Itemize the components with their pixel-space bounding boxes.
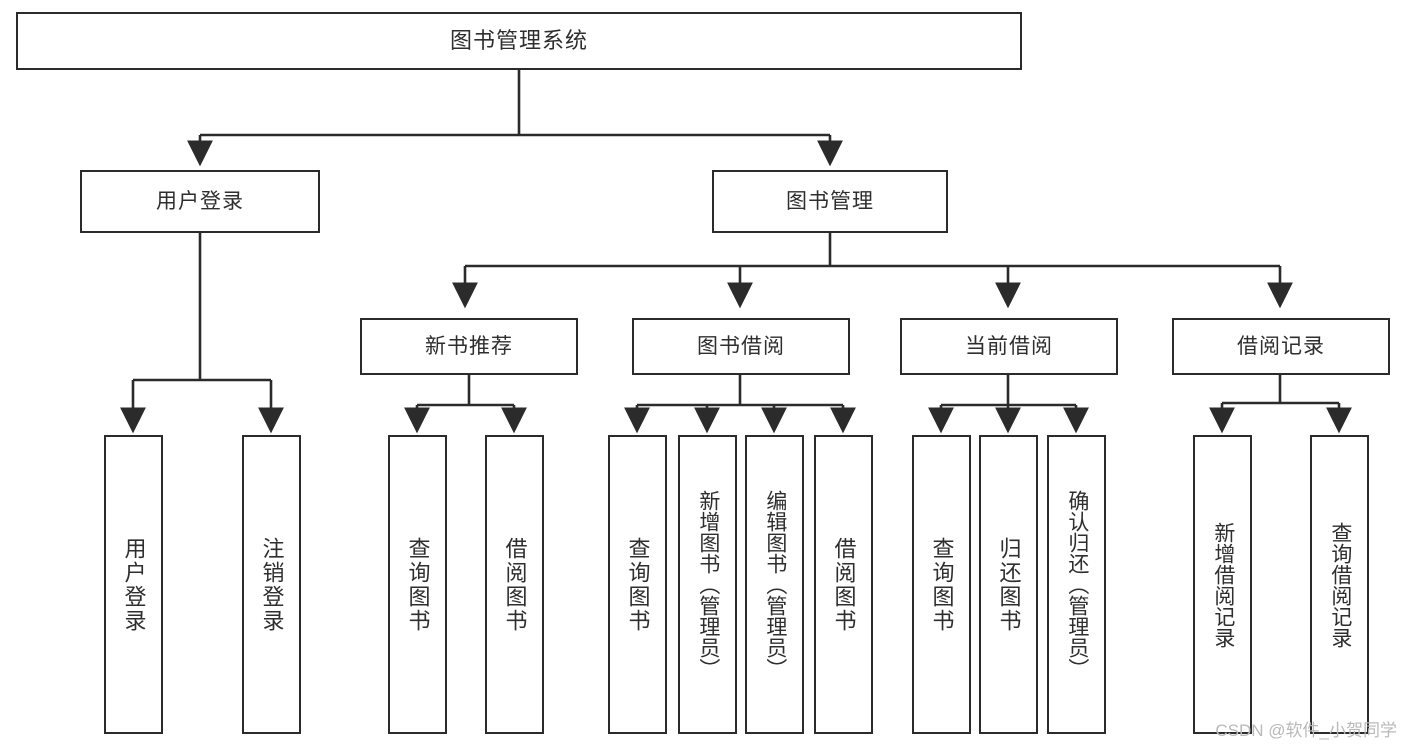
node-current-borrow[interactable]: 当前借阅 xyxy=(900,318,1118,375)
node-new-book-rec-label: 新书推荐 xyxy=(425,334,513,358)
node-leaf-query-book-1-label: 查询图书 xyxy=(405,536,431,633)
node-book-borrow-label: 图书借阅 xyxy=(697,334,785,358)
node-leaf-confirm-return[interactable]: 确认归还（管理员） xyxy=(1047,435,1106,734)
node-new-book-rec[interactable]: 新书推荐 xyxy=(360,318,578,375)
node-leaf-edit-book-label: 编辑图书（管理员） xyxy=(763,490,787,679)
node-leaf-query-record[interactable]: 查询借阅记录 xyxy=(1310,435,1369,734)
node-leaf-edit-book[interactable]: 编辑图书（管理员） xyxy=(745,435,804,734)
node-root-label: 图书管理系统 xyxy=(449,27,588,53)
node-leaf-query-book-3[interactable]: 查询图书 xyxy=(912,435,971,734)
node-leaf-add-record-label: 新增借阅记录 xyxy=(1211,521,1235,648)
node-leaf-return-book-label: 归还图书 xyxy=(996,536,1022,633)
node-book-borrow[interactable]: 图书借阅 xyxy=(632,318,850,375)
node-leaf-confirm-return-label: 确认归还（管理员） xyxy=(1065,490,1089,679)
node-leaf-add-book-label: 新增图书（管理员） xyxy=(696,490,720,679)
node-borrow-record-label: 借阅记录 xyxy=(1237,334,1325,358)
node-leaf-logout-label: 注销登录 xyxy=(259,536,285,633)
node-leaf-add-book[interactable]: 新增图书（管理员） xyxy=(678,435,737,734)
node-current-borrow-label: 当前借阅 xyxy=(965,334,1053,358)
node-leaf-return-book[interactable]: 归还图书 xyxy=(979,435,1038,734)
node-leaf-user-login[interactable]: 用户登录 xyxy=(104,435,163,734)
node-leaf-add-record[interactable]: 新增借阅记录 xyxy=(1193,435,1252,734)
csdn-watermark: CSDN @软件_小贺同学 xyxy=(1215,721,1397,740)
node-borrow-record[interactable]: 借阅记录 xyxy=(1172,318,1390,375)
node-leaf-query-book-1[interactable]: 查询图书 xyxy=(388,435,447,734)
node-leaf-borrow-book-1-label: 借阅图书 xyxy=(502,536,528,633)
node-leaf-query-book-2-label: 查询图书 xyxy=(625,536,651,633)
node-leaf-borrow-book-2-label: 借阅图书 xyxy=(831,536,857,633)
node-leaf-logout[interactable]: 注销登录 xyxy=(242,435,301,734)
node-leaf-borrow-book-1[interactable]: 借阅图书 xyxy=(485,435,544,734)
node-leaf-query-record-label: 查询借阅记录 xyxy=(1328,521,1352,648)
node-leaf-query-book-2[interactable]: 查询图书 xyxy=(608,435,667,734)
node-leaf-user-login-label: 用户登录 xyxy=(121,536,147,633)
node-book-manage-label: 图书管理 xyxy=(786,189,874,213)
node-user-login[interactable]: 用户登录 xyxy=(80,170,320,233)
node-book-manage[interactable]: 图书管理 xyxy=(712,170,948,233)
node-user-login-label: 用户登录 xyxy=(156,189,244,213)
node-leaf-borrow-book-2[interactable]: 借阅图书 xyxy=(814,435,873,734)
node-leaf-query-book-3-label: 查询图书 xyxy=(929,536,955,633)
node-root[interactable]: 图书管理系统 xyxy=(16,12,1022,70)
